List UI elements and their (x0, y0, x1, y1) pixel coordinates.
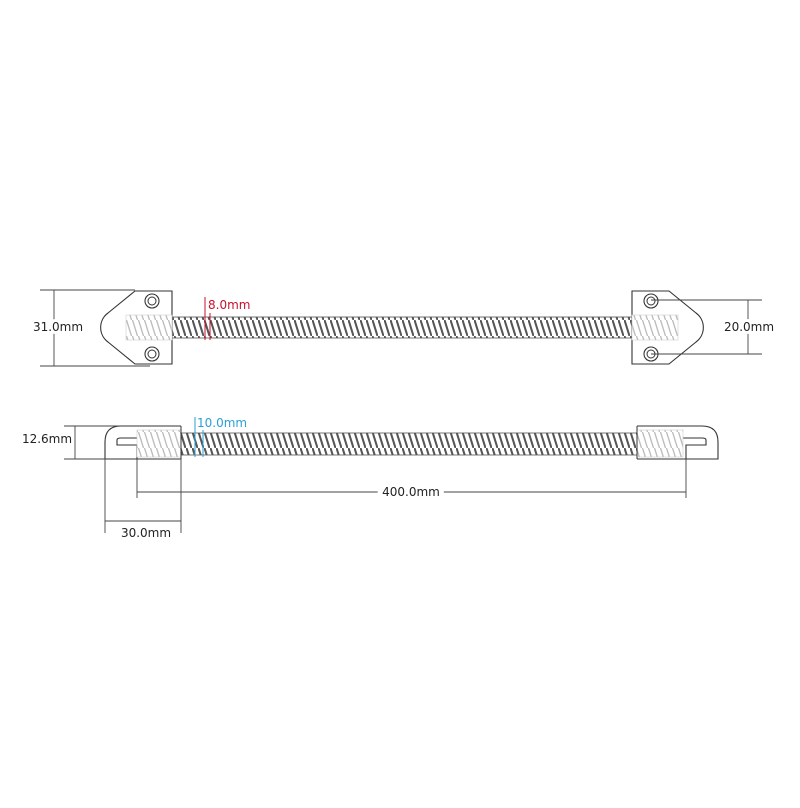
dimension-side-height (64, 425, 120, 460)
dimension-label-hole-spacing: 20.0mm (724, 320, 774, 334)
dimension-label-spring-dia-top: 8.0mm (208, 298, 250, 312)
dimension-hole-spacing (651, 299, 762, 355)
screw-hole-icon (144, 293, 160, 309)
dimension-length (136, 459, 687, 498)
dimension-end-length (104, 459, 182, 533)
dimension-height-total (40, 289, 150, 367)
side-view: 12.6mm 10.0mm 400.0mm 30.0mm (19, 416, 719, 543)
dimension-label-length: 400.0mm (382, 485, 440, 499)
top-spring (171, 316, 633, 339)
dimension-spring-dia-side (194, 417, 204, 457)
top-right-end-cap (631, 290, 704, 365)
side-left-end-cap (104, 425, 182, 460)
screw-hole-icon (643, 293, 659, 309)
side-right-end-cap (636, 425, 719, 460)
top-left-end-cap (100, 290, 173, 365)
dimension-label-height-total: 31.0mm (33, 320, 83, 334)
screw-hole-icon (144, 346, 160, 362)
dimension-label-spring-dia-side: 10.0mm (197, 416, 247, 430)
dimension-label-side-height: 12.6mm (22, 432, 72, 446)
top-view: 31.0mm 8.0mm 20.0mm (30, 289, 777, 367)
side-spring (180, 432, 638, 456)
dimension-spring-dia-top (204, 297, 211, 340)
dimension-label-end-length: 30.0mm (121, 526, 171, 540)
